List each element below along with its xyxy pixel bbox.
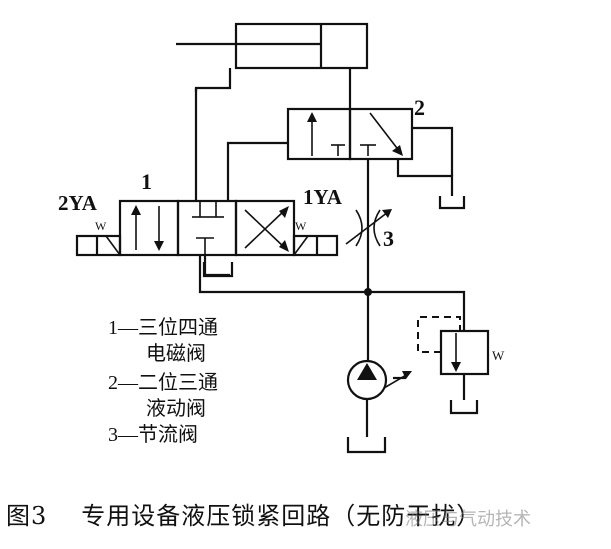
valve-1-body xyxy=(118,199,296,257)
valve-2-body xyxy=(286,107,414,161)
label-solenoid-2ya: 2YA xyxy=(58,191,98,215)
legend: 1—三位四通 电磁阀 2—二位三通 液动阀 3—节流阀 xyxy=(108,316,218,446)
label-spring-right: W xyxy=(295,219,307,233)
tank-relief xyxy=(449,374,479,415)
label-spring-left: W xyxy=(95,219,107,233)
tank-valve1 xyxy=(202,255,234,278)
label-solenoid-1ya: 1YA xyxy=(303,185,343,209)
tank-pump xyxy=(346,399,387,454)
valve1-right-box xyxy=(234,199,296,257)
relief-valve xyxy=(417,316,490,376)
cylinder-body xyxy=(234,22,369,70)
figure-number: 图3 xyxy=(6,502,48,530)
valve2-left-box xyxy=(286,107,352,161)
solenoid-2ya xyxy=(75,234,122,257)
label-valve3: 3 xyxy=(383,226,394,251)
hydraulic-pump xyxy=(346,359,412,401)
legend-item-3: 3—节流阀 xyxy=(108,423,198,446)
legend-item-1b: 电磁阀 xyxy=(146,342,206,365)
label-valve1: 1 xyxy=(141,169,152,194)
throttle-valve-3 xyxy=(345,209,392,247)
valve1-left-box xyxy=(118,199,180,257)
legend-item-2b: 液动阀 xyxy=(146,397,206,420)
valve2-right-box xyxy=(348,107,414,161)
tank-valve2 xyxy=(396,159,466,210)
hydraulic-cylinder xyxy=(176,22,369,70)
watermark-text: 液压与气动技术 xyxy=(405,509,531,530)
label-spring-relief: W xyxy=(492,348,505,363)
piping xyxy=(194,68,466,361)
figure-title: 专用设备液压锁紧回路（无防干扰） xyxy=(81,502,482,530)
solenoid-1ya xyxy=(292,234,339,257)
figure-caption: 图3 专用设备液压锁紧回路（无防干扰） xyxy=(6,496,606,536)
valve1-center-box xyxy=(176,199,238,257)
legend-item-2: 2—二位三通 xyxy=(108,371,218,394)
legend-item-1: 1—三位四通 xyxy=(108,316,218,339)
label-valve2: 2 xyxy=(414,95,425,120)
